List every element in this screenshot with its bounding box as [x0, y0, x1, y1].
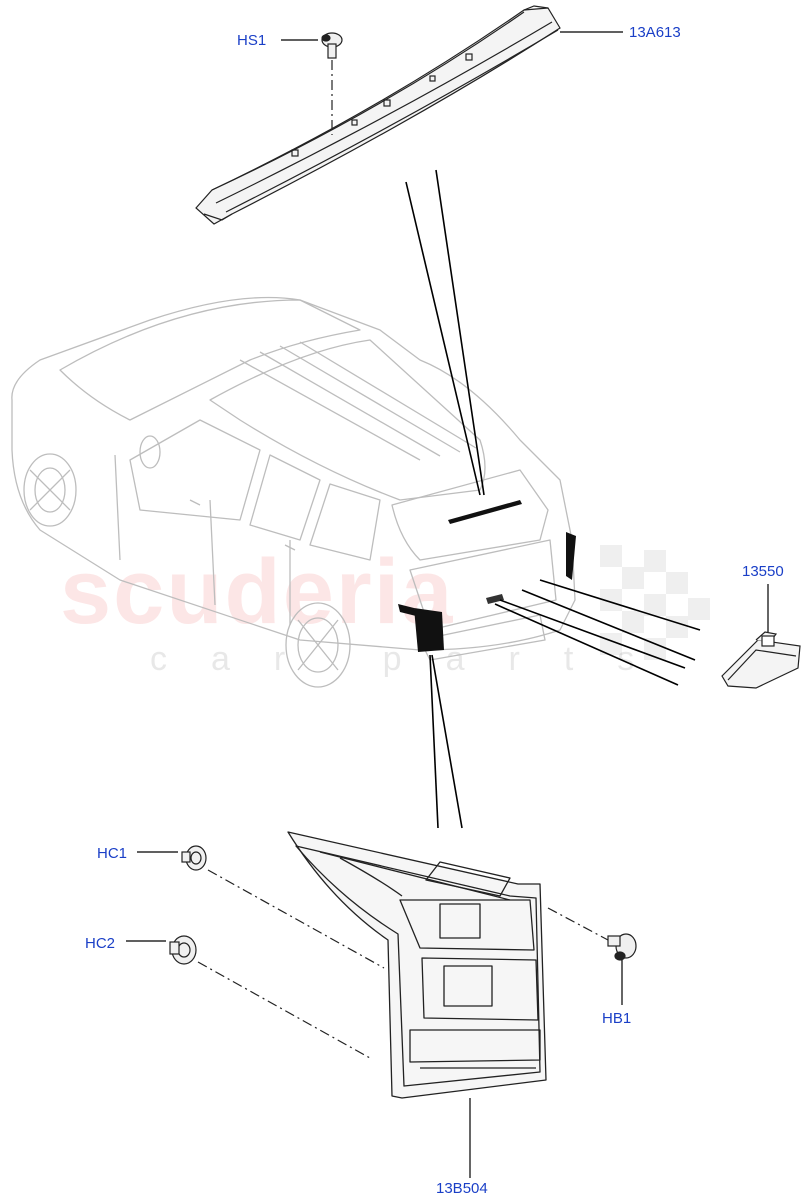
leader-lines [405, 169, 701, 829]
callout-13a613[interactable]: 13A613 [629, 24, 681, 41]
clip-hc1-icon [181, 845, 207, 871]
vehicle-highlights [398, 500, 576, 652]
callout-hc1[interactable]: HC1 [97, 845, 128, 862]
rear-lamp-assembly [287, 831, 547, 1099]
screw-hs1-icon [321, 32, 343, 59]
fasteners [169, 32, 637, 965]
clip-hc2-icon [169, 935, 197, 965]
alignment-lines [197, 60, 609, 1059]
callout-hs1[interactable]: HS1 [237, 32, 267, 49]
licence-plate-lamp [721, 631, 801, 689]
callout-13b504[interactable]: 13B504 [436, 1180, 488, 1197]
watermark-flag [600, 545, 710, 660]
vehicle-outline [11, 296, 576, 688]
callout-hb1[interactable]: HB1 [602, 1010, 632, 1027]
callout-hc2[interactable]: HC2 [85, 935, 116, 952]
callout-leaders [126, 31, 769, 1178]
watermark-tagline: car parts [150, 640, 679, 678]
high-mount-stop-lamp [195, 5, 561, 225]
callout-13550[interactable]: 13550 [742, 563, 784, 580]
bolt-hb1-icon [607, 933, 637, 961]
